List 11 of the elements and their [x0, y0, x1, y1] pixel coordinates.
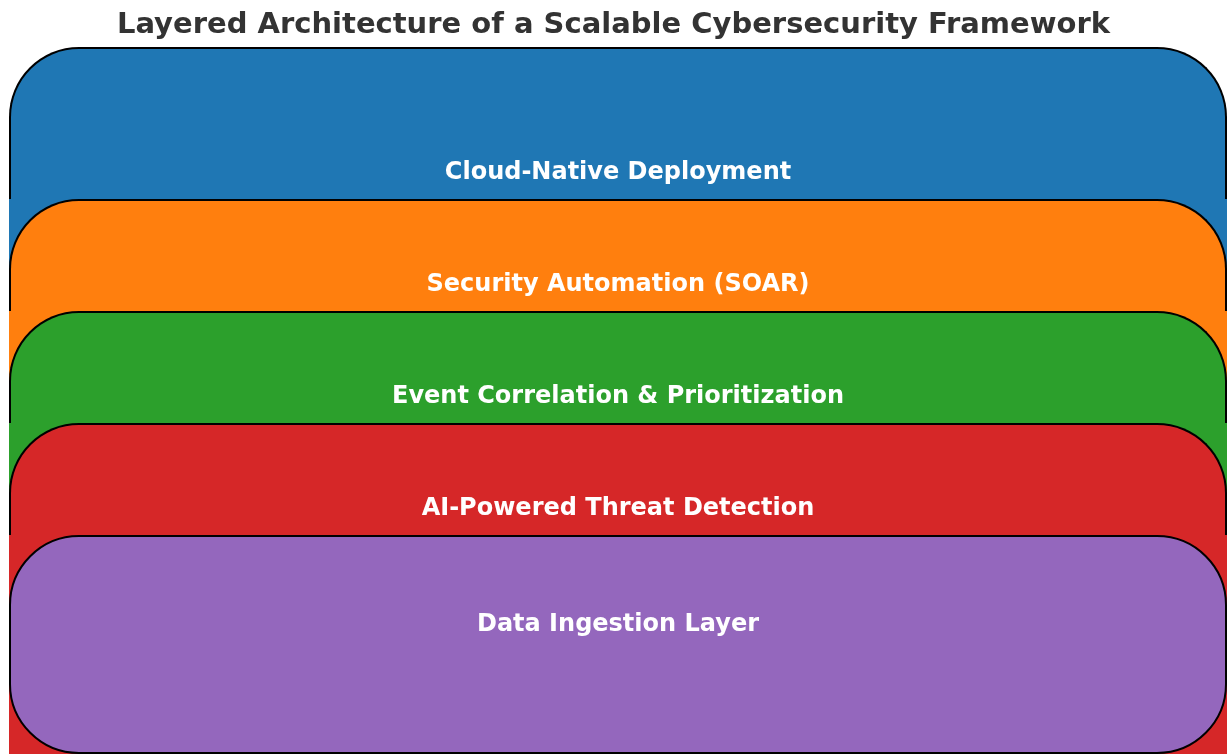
- layer-label: Security Automation (SOAR): [426, 269, 810, 297]
- layer-band: [9, 311, 1227, 423]
- layer-band: [9, 199, 1227, 311]
- layer-label: AI-Powered Threat Detection: [421, 493, 815, 521]
- layer-label: Event Correlation & Prioritization: [392, 381, 844, 409]
- diagram-title: Layered Architecture of a Scalable Cybersecurity Framework: [115, 6, 1112, 40]
- layer-label: Data Ingestion Layer: [476, 609, 759, 637]
- layer-band: [9, 423, 1227, 535]
- layer-label: Cloud-Native Deployment: [444, 157, 792, 185]
- layer-band: [9, 47, 1227, 199]
- layer-band: [9, 535, 1227, 754]
